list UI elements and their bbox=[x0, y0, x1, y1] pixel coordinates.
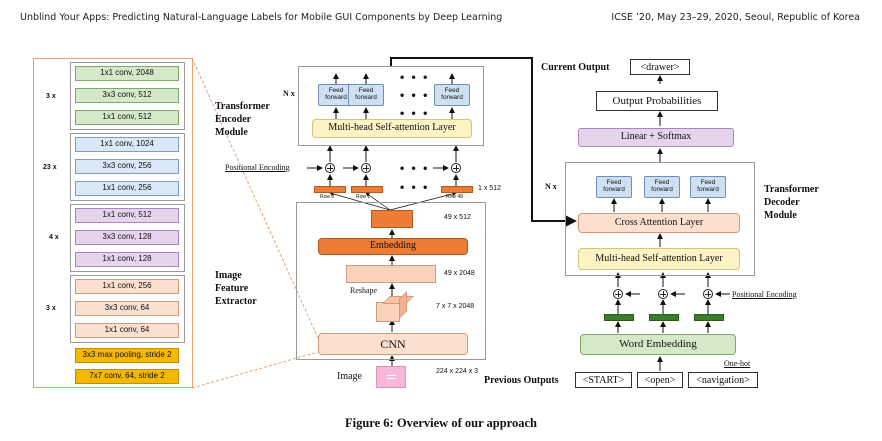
group-repeat-label: 23 x bbox=[43, 164, 57, 171]
conv-layer: 1x1 conv, 256 bbox=[75, 181, 179, 196]
ellipsis: • • • bbox=[400, 88, 430, 102]
running-header-left: Unblind Your Apps: Predicting Natural-La… bbox=[20, 12, 503, 23]
current-output-token: <drawer> bbox=[630, 59, 690, 75]
title-line: Image bbox=[215, 270, 242, 281]
image-label: Image bbox=[337, 371, 362, 382]
decoder-box bbox=[565, 162, 755, 276]
decoder-nx-label: N x bbox=[545, 182, 557, 191]
decoder-feed-forward: Feed forward bbox=[596, 176, 632, 198]
conv-layer: 1x1 conv, 256 bbox=[75, 279, 179, 294]
cube-dimension: 7 x 7 x 2048 bbox=[436, 303, 475, 310]
conv-layer: 1x1 conv, 2048 bbox=[75, 66, 179, 81]
conv-layer: 3x3 conv, 64 bbox=[75, 301, 179, 316]
title-line: Module bbox=[215, 127, 248, 138]
previous-token: <START> bbox=[575, 372, 632, 388]
add-icon bbox=[325, 163, 335, 173]
title-line: Extractor bbox=[215, 296, 257, 307]
conv-layer: 1x1 conv, 128 bbox=[75, 252, 179, 267]
group-repeat-label: 3 x bbox=[46, 93, 56, 100]
add-icon bbox=[613, 289, 623, 299]
running-header-right: ICSE ’20, May 23–29, 2020, Seoul, Republ… bbox=[611, 12, 860, 23]
embedding-layer: Embedding bbox=[318, 238, 468, 255]
add-icon bbox=[451, 163, 461, 173]
extractor-box bbox=[296, 202, 486, 360]
word-vector bbox=[649, 314, 679, 321]
previous-outputs-label: Previous Outputs bbox=[484, 375, 559, 386]
decoder-self-attention: Multi-head Self-attention Layer bbox=[578, 248, 740, 270]
add-icon bbox=[703, 289, 713, 299]
linear-softmax: Linear + Softmax bbox=[578, 128, 734, 147]
title-line: Transformer bbox=[764, 184, 819, 195]
conv7-layer: 7x7 conv, 64, stride 2 bbox=[75, 369, 179, 384]
decoder-feed-forward: Feed forward bbox=[644, 176, 680, 198]
extractor-title: Image Feature Extractor bbox=[215, 269, 257, 308]
row-label: Row 48 bbox=[446, 194, 463, 200]
add-icon bbox=[361, 163, 371, 173]
feature-cube bbox=[376, 302, 400, 322]
reshape-label: Reshape bbox=[350, 286, 378, 295]
ellipsis: • • • bbox=[400, 70, 430, 84]
cnn-detail-panel bbox=[33, 58, 193, 388]
decoder-title: Transformer Decoder Module bbox=[764, 183, 819, 222]
previous-token: <open> bbox=[637, 372, 683, 388]
cross-attention-layer: Cross Attention Layer bbox=[578, 213, 740, 233]
group-repeat-label: 4 x bbox=[49, 234, 59, 241]
output-probabilities: Output Probabilities bbox=[596, 91, 718, 111]
word-embedding: Word Embedding bbox=[580, 334, 736, 355]
title-line: Decoder bbox=[764, 197, 800, 208]
ellipsis: • • • bbox=[400, 106, 430, 120]
row-vector bbox=[441, 186, 473, 193]
figure-caption: Figure 6: Overview of our approach bbox=[345, 416, 537, 430]
encoder-box bbox=[298, 66, 484, 146]
encoder-nx-label: N x bbox=[283, 89, 295, 98]
embedding-output-block bbox=[371, 210, 413, 228]
previous-token: <navigation> bbox=[688, 372, 758, 388]
input-image-icon bbox=[376, 366, 406, 388]
current-output-label: Current Output bbox=[541, 62, 610, 73]
ellipsis: • • • bbox=[400, 161, 430, 175]
encoder-feed-forward: Feed forward bbox=[348, 84, 384, 106]
conv-layer: 3x3 conv, 128 bbox=[75, 230, 179, 245]
conv-layer: 3x3 conv, 256 bbox=[75, 159, 179, 174]
embed-dimension: 49 x 512 bbox=[444, 214, 471, 221]
conv-layer: 1x1 conv, 512 bbox=[75, 208, 179, 223]
max-pool-layer: 3x3 max pooling, stride 2 bbox=[75, 348, 179, 363]
word-vector bbox=[694, 314, 724, 321]
encoder-positional-encoding: Positional Encoding bbox=[225, 163, 290, 172]
row-label: Row 0 bbox=[320, 194, 335, 200]
title-line: Transformer bbox=[215, 101, 270, 112]
title-line: Feature bbox=[215, 283, 249, 294]
row-dimension: 1 x 512 bbox=[478, 185, 501, 192]
row-vector bbox=[314, 186, 346, 193]
decoder-positional-encoding: Positional Encoding bbox=[732, 290, 797, 299]
conv-layer: 3x3 conv, 512 bbox=[75, 88, 179, 103]
ellipsis: • • • bbox=[400, 180, 430, 194]
title-line: Module bbox=[764, 210, 797, 221]
encoder-title: Transformer Encoder Module bbox=[215, 100, 270, 139]
encoder-feed-forward: Feed forward bbox=[434, 84, 470, 106]
conv-layer: 1x1 conv, 512 bbox=[75, 110, 179, 125]
row-vector bbox=[351, 186, 383, 193]
group-repeat-label: 3 x bbox=[46, 305, 56, 312]
conv-layer: 1x1 conv, 64 bbox=[75, 323, 179, 338]
decoder-feed-forward: Feed forward bbox=[690, 176, 726, 198]
reshape-dimension: 49 x 2048 bbox=[444, 270, 475, 277]
row-label: Row 1 bbox=[356, 194, 371, 200]
conv-layer: 1x1 conv, 1024 bbox=[75, 137, 179, 152]
add-icon bbox=[658, 289, 668, 299]
one-hot-label: One-hot bbox=[724, 359, 751, 368]
word-vector bbox=[604, 314, 634, 321]
encoder-self-attention: Multi-head Self-attention Layer bbox=[312, 119, 472, 138]
title-line: Encoder bbox=[215, 114, 252, 125]
reshape-block bbox=[346, 265, 436, 283]
cnn-block: CNN bbox=[318, 333, 468, 355]
image-dimension: 224 x 224 x 3 bbox=[436, 368, 479, 375]
